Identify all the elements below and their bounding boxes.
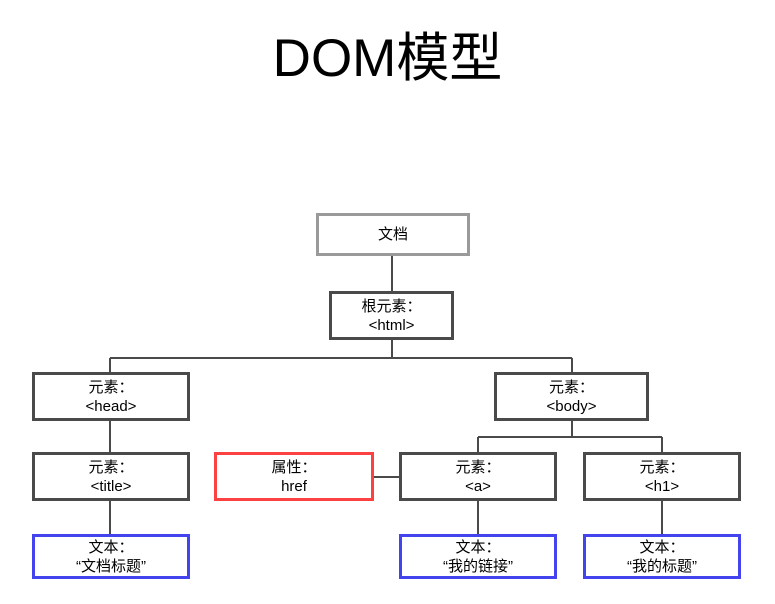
node-heading-line2: <h1> xyxy=(644,477,680,495)
node-anchor[interactable]: 元素： <a> xyxy=(399,452,557,501)
node-text-my-link-line2: “我的链接” xyxy=(443,557,513,575)
node-body-line2: <body> xyxy=(546,397,597,415)
node-href-line2: href xyxy=(281,477,307,495)
node-text-my-heading[interactable]: 文本： “我的标题” xyxy=(583,534,741,579)
node-body-line1: 元素： xyxy=(548,378,594,396)
node-title-line1: 元素： xyxy=(88,458,134,476)
node-heading-line1: 元素： xyxy=(639,458,685,476)
node-html-line2: <html> xyxy=(368,316,415,334)
node-document[interactable]: 文档 xyxy=(316,213,470,256)
node-html[interactable]: 根元素： <html> xyxy=(329,291,454,340)
node-text-document-title-line2: “文档标题” xyxy=(76,557,146,575)
node-text-document-title-line1: 文本： xyxy=(88,538,134,556)
node-title-line2: <title> xyxy=(90,477,132,495)
node-head[interactable]: 元素： <head> xyxy=(32,372,190,421)
node-href-line1: 属性： xyxy=(271,458,317,476)
node-anchor-line2: <a> xyxy=(465,477,491,495)
node-head-line1: 元素： xyxy=(88,378,134,396)
node-html-line1: 根元素： xyxy=(361,297,422,315)
node-attribute-href[interactable]: 属性： href xyxy=(214,452,374,501)
node-text-my-heading-line1: 文本： xyxy=(639,538,685,556)
node-head-line2: <head> xyxy=(85,397,137,415)
node-body[interactable]: 元素： <body> xyxy=(494,372,649,421)
node-anchor-line1: 元素： xyxy=(455,458,501,476)
node-heading[interactable]: 元素： <h1> xyxy=(583,452,741,501)
node-text-my-link[interactable]: 文本： “我的链接” xyxy=(399,534,557,579)
page-title: DOM模型 xyxy=(272,29,503,88)
node-text-my-link-line1: 文本： xyxy=(455,538,501,556)
node-text-document-title[interactable]: 文本： “文档标题” xyxy=(32,534,190,579)
node-title-element[interactable]: 元素： <title> xyxy=(32,452,190,501)
node-text-my-heading-line2: “我的标题” xyxy=(627,557,697,575)
node-document-label: 文档 xyxy=(377,225,408,243)
